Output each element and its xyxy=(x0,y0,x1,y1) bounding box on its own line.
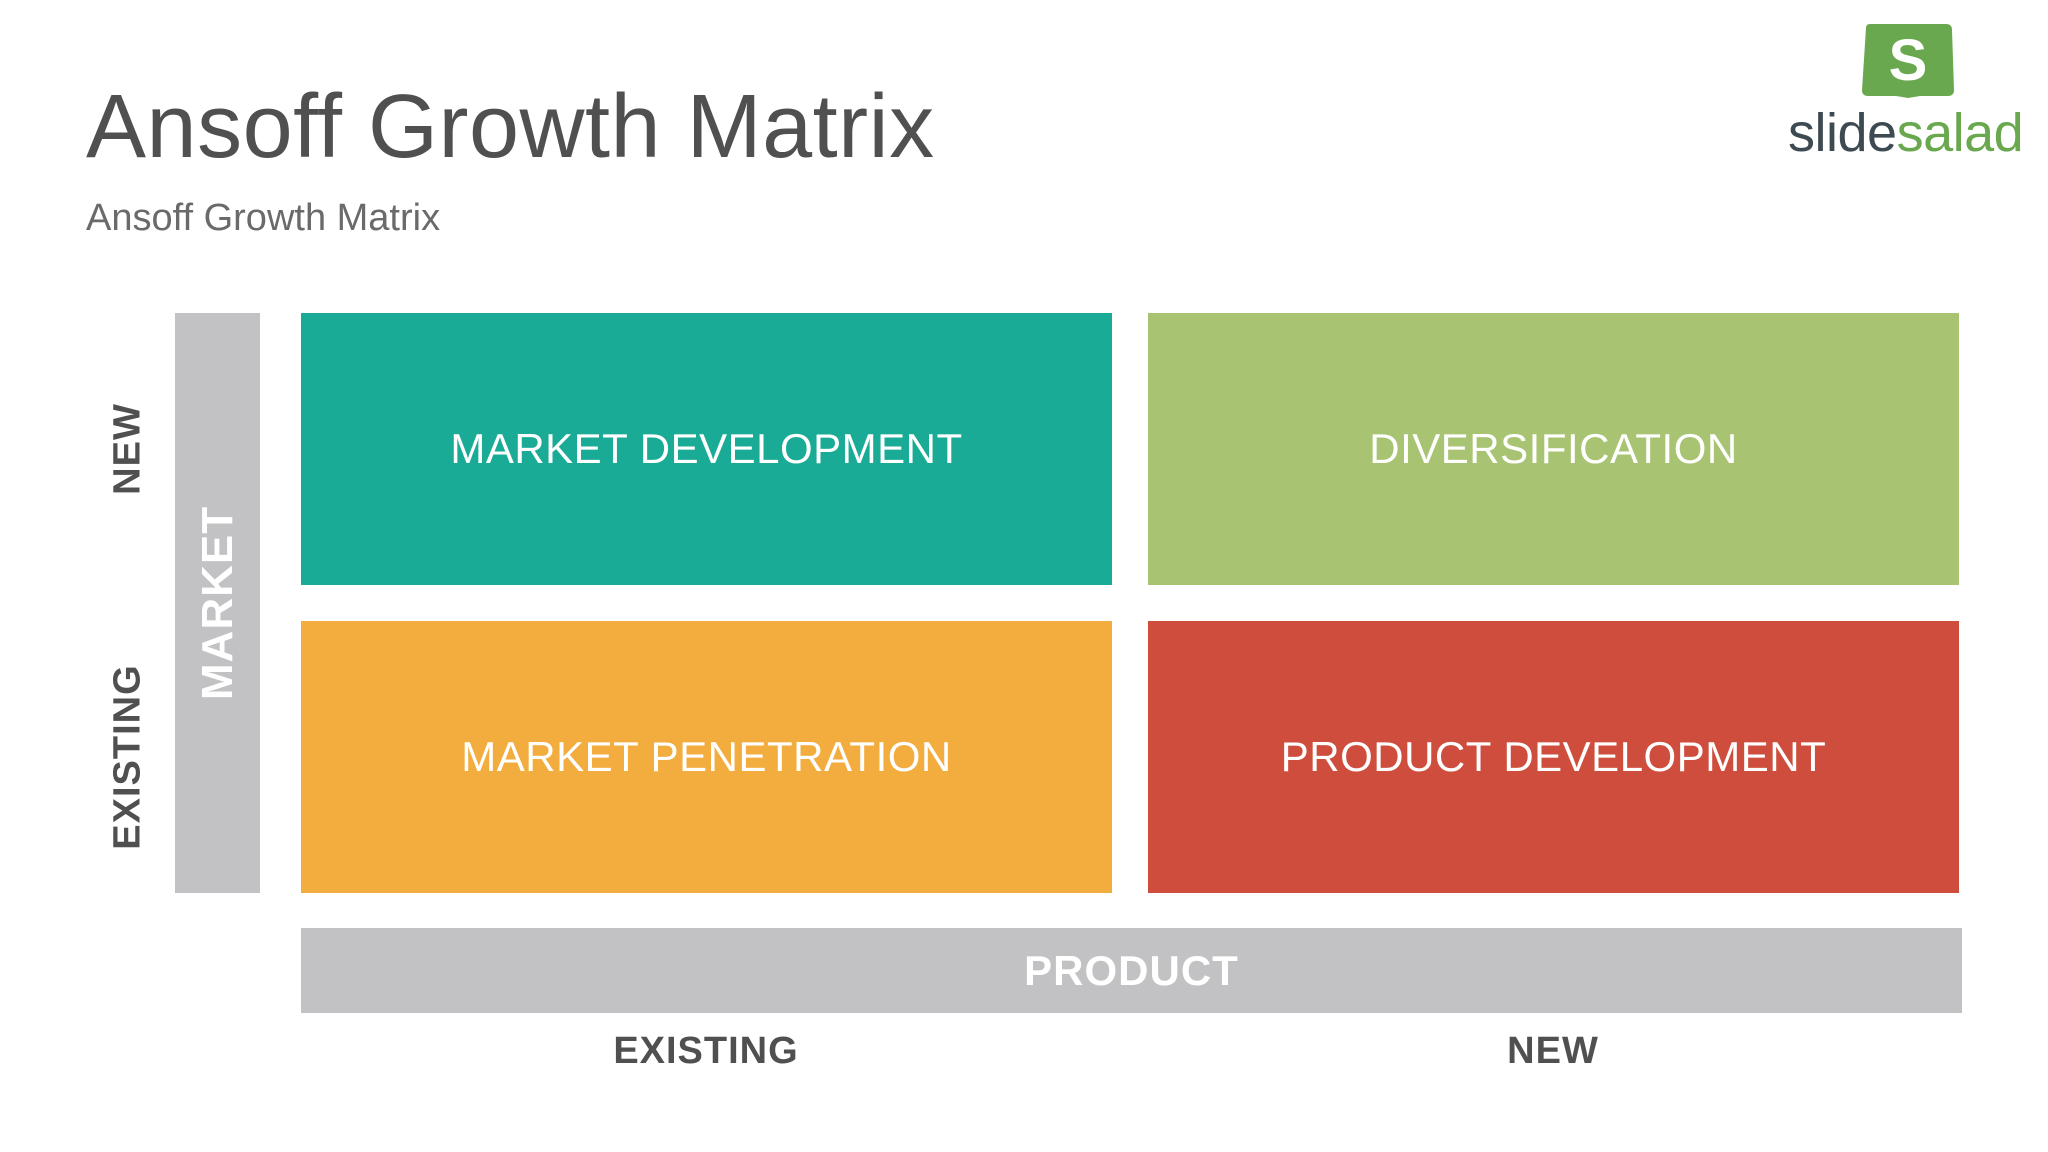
market-axis-label: MARKET xyxy=(192,505,242,701)
logo-wordmark-salad: salad xyxy=(1896,103,2024,163)
market-axis-bar: MARKET xyxy=(175,313,260,893)
quadrant-label: DIVERSIFICATION xyxy=(1369,425,1738,472)
quadrant-market-development: MARKET DEVELOPMENT xyxy=(301,313,1112,585)
logo-wordmark-slide: slide xyxy=(1788,103,1897,163)
product-level-existing: EXISTING xyxy=(613,1030,799,1072)
logo-wordmark: slidesalad xyxy=(1788,103,2024,163)
quadrant-diversification: DIVERSIFICATION xyxy=(1148,313,1959,585)
quadrant-market-penetration: MARKET PENETRATION xyxy=(301,621,1112,893)
quadrant-label: PRODUCT DEVELOPMENT xyxy=(1280,733,1827,780)
product-axis-label: PRODUCT xyxy=(1024,946,1239,994)
market-level-existing: EXISTING xyxy=(106,664,149,850)
quadrant-label: MARKET DEVELOPMENT xyxy=(450,425,963,472)
page-title: Ansoff Growth Matrix xyxy=(86,77,935,177)
product-axis-bar: PRODUCT xyxy=(301,928,1962,1013)
logo-badge-letter: S xyxy=(1889,28,1928,93)
quadrant-product-development: PRODUCT DEVELOPMENT xyxy=(1148,621,1959,893)
logo-badge-icon: S xyxy=(1862,24,1954,98)
market-level-new: NEW xyxy=(106,403,149,495)
product-level-new: NEW xyxy=(1507,1030,1599,1072)
page-subtitle: Ansoff Growth Matrix xyxy=(86,197,441,239)
quadrant-label: MARKET PENETRATION xyxy=(461,733,952,780)
